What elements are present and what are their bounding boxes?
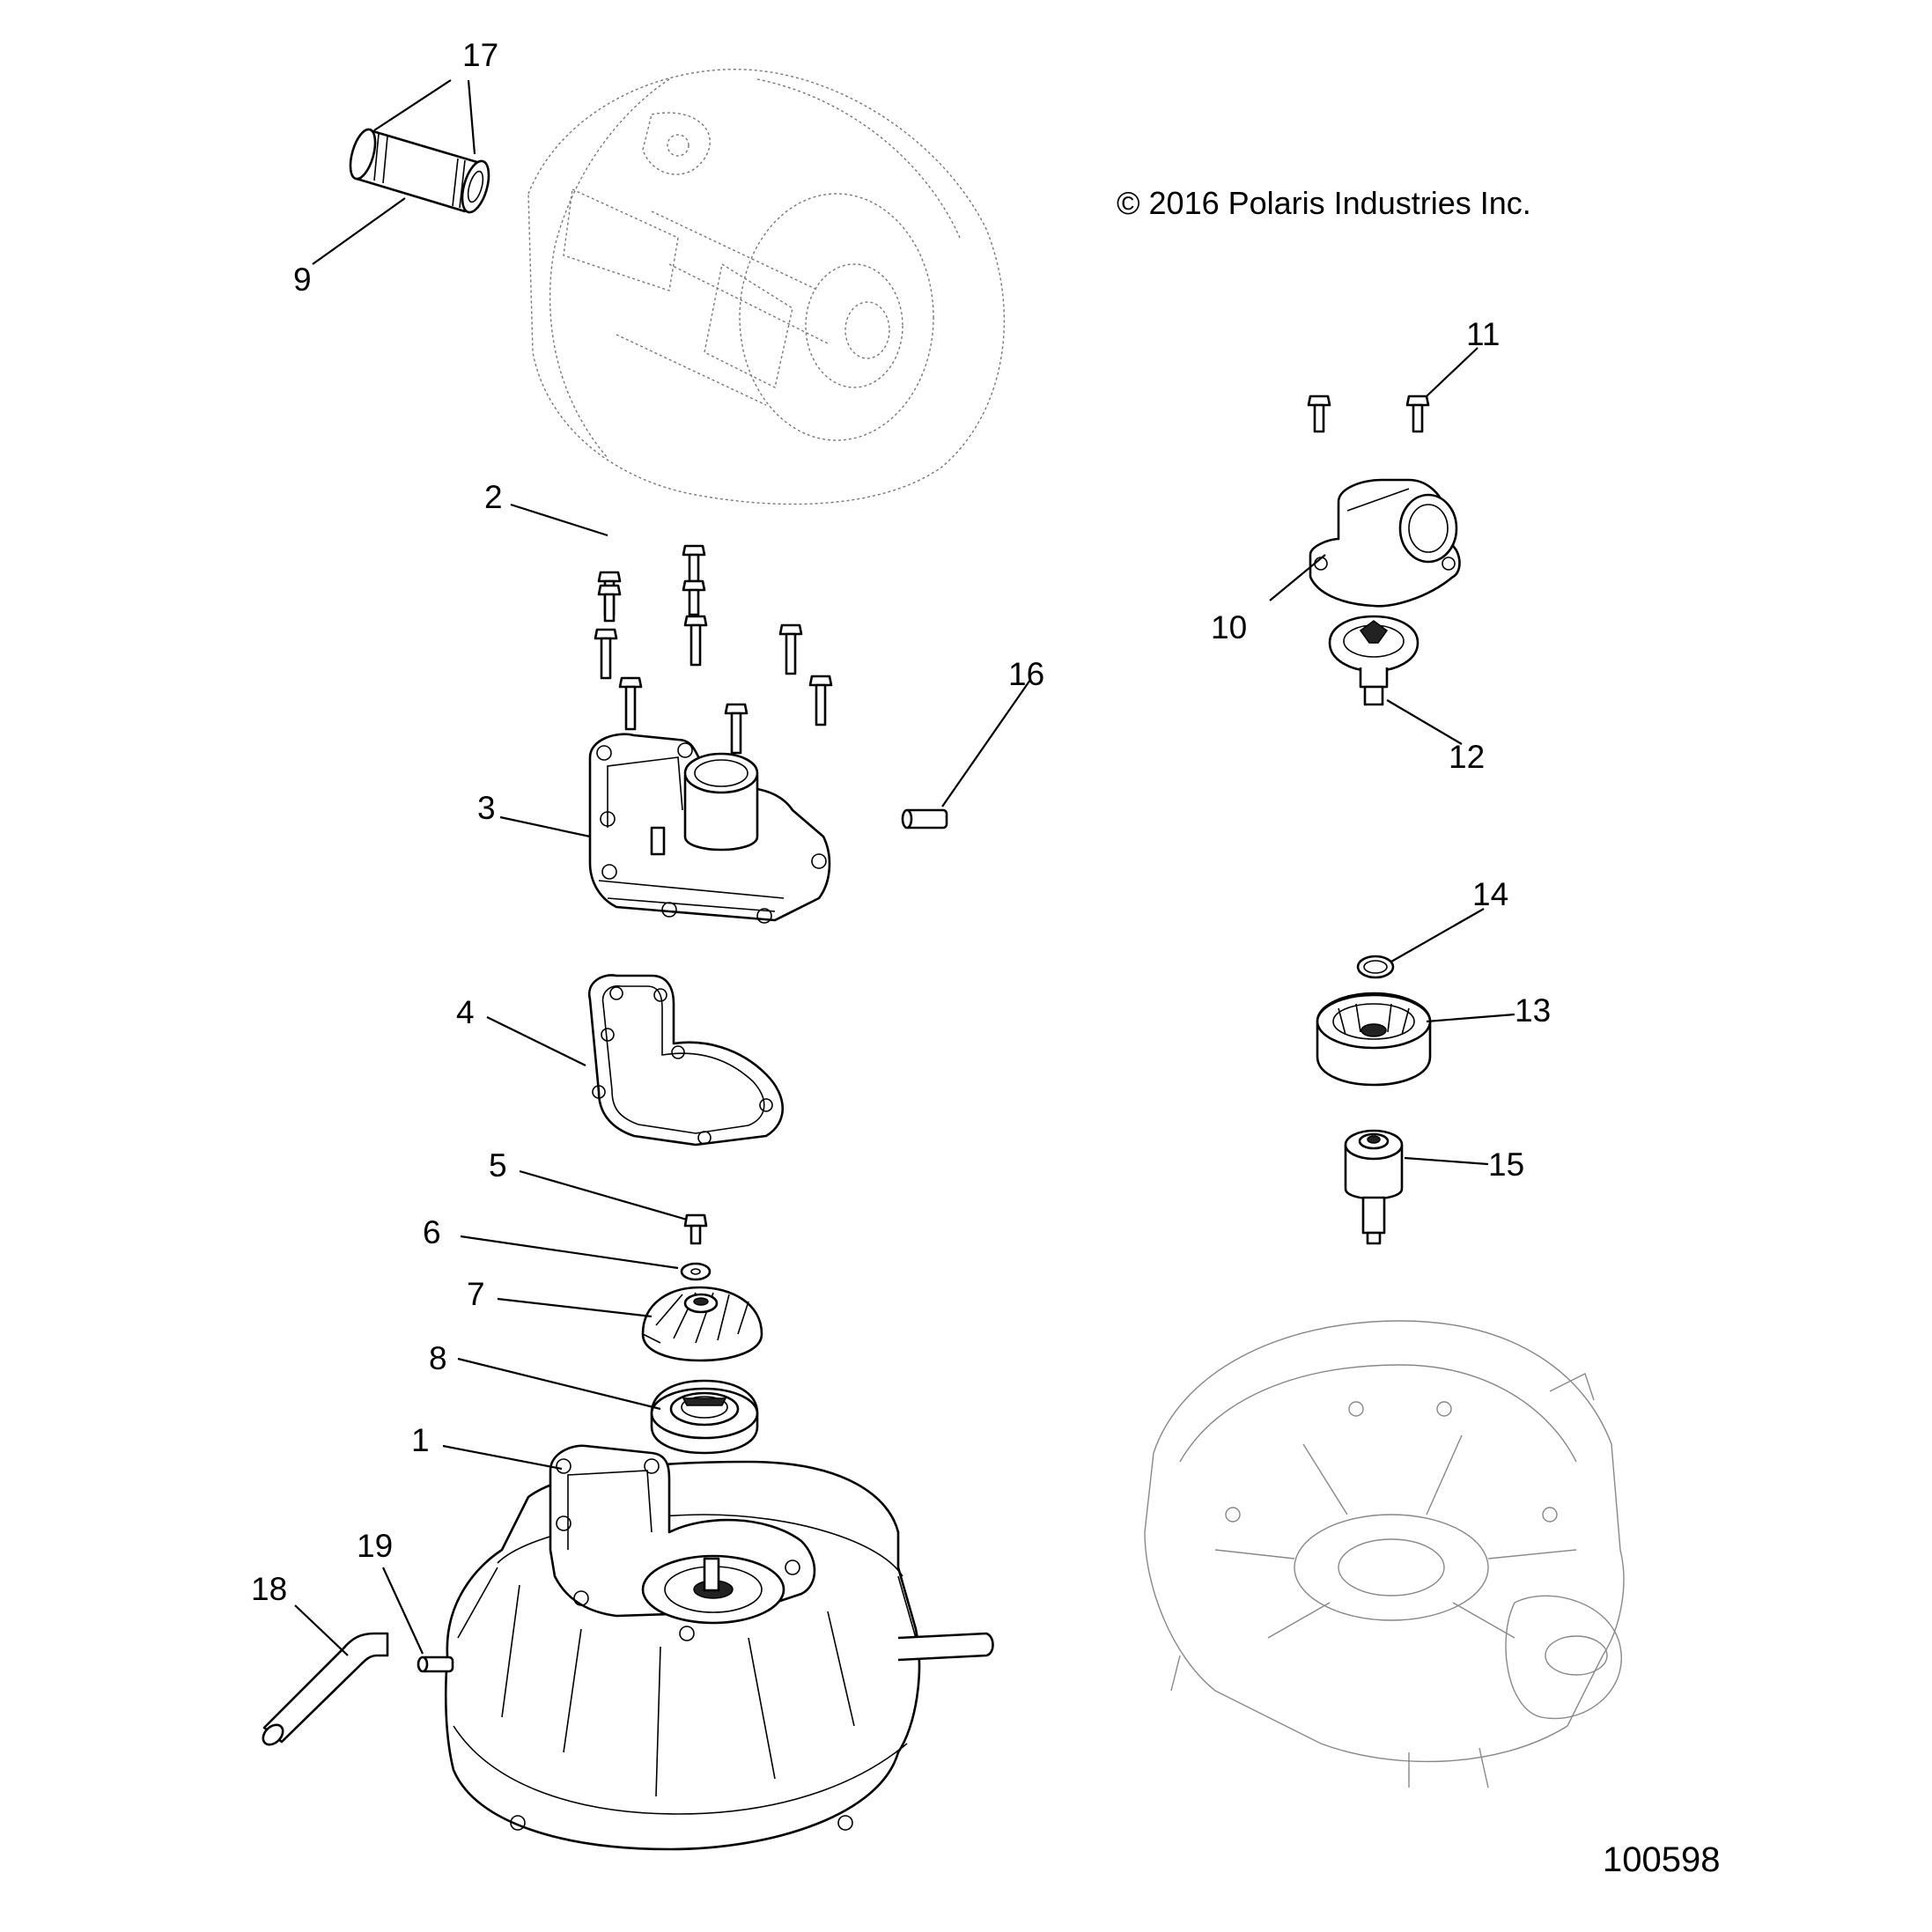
leader-lines <box>294 79 1515 1656</box>
part-12-thermostat <box>1328 615 1420 706</box>
part-4-gasket <box>587 974 785 1147</box>
callout-8: 8 <box>429 1340 447 1376</box>
part-11-bolts <box>1307 395 1430 433</box>
part-15-shaft-assembly <box>1344 1129 1404 1245</box>
reference-clutch-cover-ghost <box>527 69 1006 505</box>
part-16-dowel-pin <box>901 808 948 830</box>
callout-5: 5 <box>489 1147 507 1184</box>
callout-3: 3 <box>477 790 496 826</box>
callout-6: 6 <box>423 1214 441 1250</box>
callout-2: 2 <box>484 479 503 515</box>
callout-12: 12 <box>1449 739 1485 775</box>
callout-11: 11 <box>1466 316 1500 352</box>
callout-13: 13 <box>1515 992 1551 1029</box>
part-6-washer <box>680 1262 712 1281</box>
part-13-bearing-housing <box>1316 992 1432 1087</box>
callout-19: 19 <box>357 1528 393 1564</box>
callout-9: 9 <box>293 262 312 298</box>
callout-14: 14 <box>1472 876 1508 912</box>
part-14-o-ring <box>1356 955 1395 979</box>
part-7-impeller <box>641 1286 763 1362</box>
callout-17: 17 <box>462 37 498 73</box>
callout-16: 16 <box>1008 656 1044 692</box>
part-9-coolant-tube <box>349 128 490 214</box>
figure-number: 100598 <box>1603 1840 1720 1879</box>
reference-stator-housing-ghost <box>1144 1320 1625 1788</box>
part-10-thermostat-housing <box>1309 478 1461 608</box>
part-19-fitting <box>417 1655 454 1673</box>
callout-10: 10 <box>1211 609 1247 645</box>
copyright-text: © 2016 Polaris Industries Inc. <box>1117 185 1531 221</box>
part-5-bolt <box>683 1213 708 1245</box>
part-1-pump-housing <box>444 1444 994 1851</box>
part-2-bolts <box>594 544 833 755</box>
part-8-seal <box>650 1379 759 1455</box>
callout-4: 4 <box>456 994 475 1030</box>
callout-1: 1 <box>411 1422 430 1458</box>
callout-labels: 17 9 2 3 16 4 5 6 7 8 1 18 19 11 10 12 1… <box>251 37 1551 1607</box>
callout-15: 15 <box>1488 1147 1524 1183</box>
part-18-hose <box>262 1632 389 1746</box>
callout-18: 18 <box>251 1571 287 1607</box>
part-3-water-pump-cover <box>588 733 831 924</box>
callout-7: 7 <box>467 1276 485 1312</box>
